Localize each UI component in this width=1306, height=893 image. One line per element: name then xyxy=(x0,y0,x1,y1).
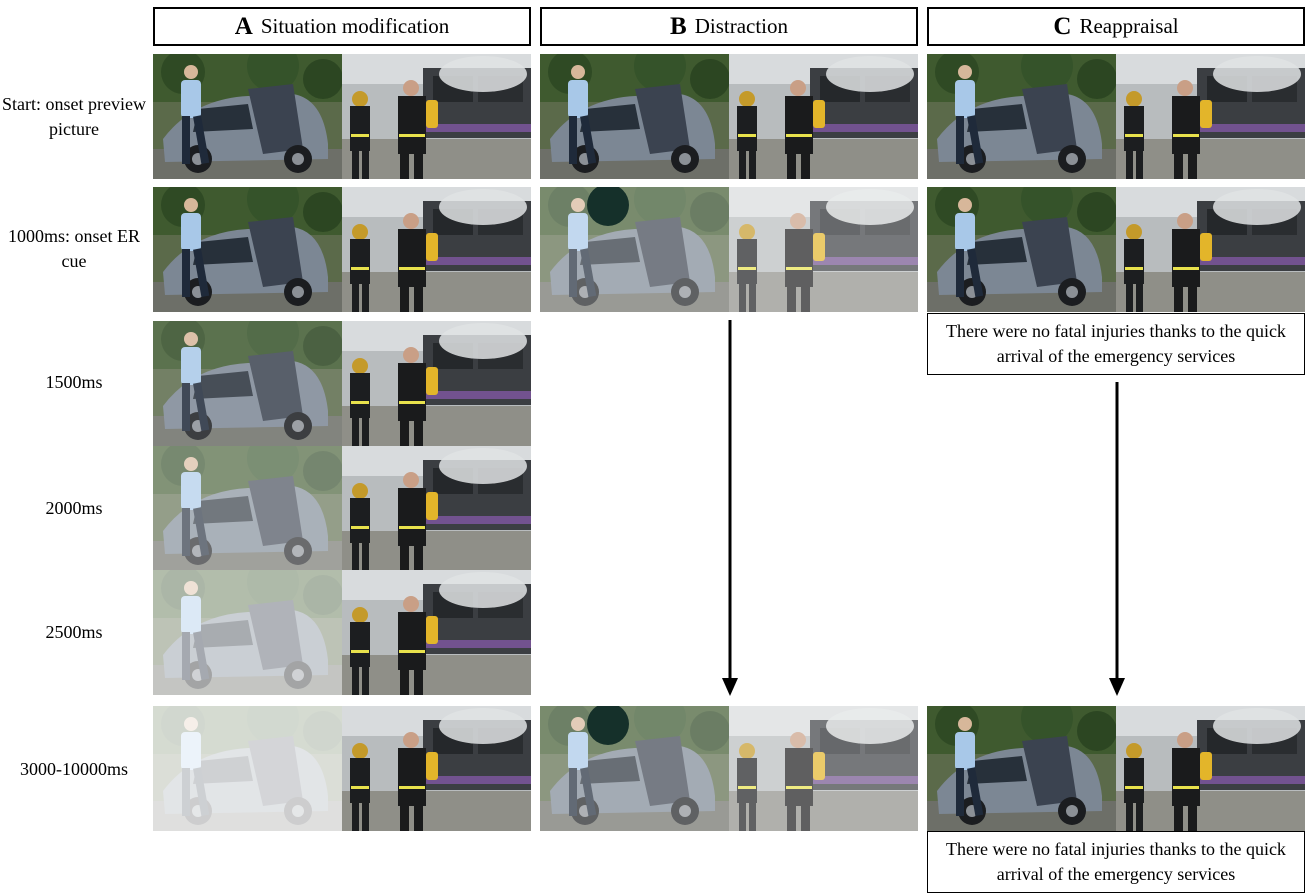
reappraisal-text-box: There were no fatal injuries thanks to t… xyxy=(927,831,1305,893)
distraction-cue-icon xyxy=(587,706,629,745)
stimulus-picture xyxy=(153,706,531,831)
stimulus-picture xyxy=(927,706,1305,831)
column-title: Situation modification xyxy=(260,14,450,38)
row-label-2500ms: 2500ms xyxy=(45,622,103,642)
column-letter: B xyxy=(670,12,687,40)
column-title: Reappraisal xyxy=(1079,14,1179,38)
stimulus-picture xyxy=(153,54,531,179)
column-letter: C xyxy=(1053,12,1072,40)
row-label-1500ms: 1500ms xyxy=(45,372,103,392)
stimulus-picture xyxy=(927,54,1305,179)
stimulus-a-1000ms xyxy=(153,187,531,312)
column-title: Distraction xyxy=(694,14,788,38)
stimulus-picture xyxy=(927,187,1305,312)
stimulus-picture xyxy=(153,321,531,446)
stimulus-b-1000ms xyxy=(540,187,918,312)
row-label-1000ms: 1000ms: onset ER cue xyxy=(7,226,140,271)
column-header-distraction: B Distraction xyxy=(540,7,918,46)
stimulus-c-1000ms xyxy=(927,187,1305,312)
reappraisal-text-box: There were no fatal injuries thanks to t… xyxy=(927,313,1305,375)
column-header-reappraisal: C Reappraisal xyxy=(927,7,1305,46)
stimulus-a-3000ms xyxy=(153,706,531,831)
row-label-3000-10000ms: 3000-10000ms xyxy=(20,759,128,779)
stimulus-picture xyxy=(153,187,531,312)
stimulus-picture xyxy=(153,446,531,571)
stimulus-c-start xyxy=(927,54,1305,179)
column-letter: A xyxy=(234,12,253,40)
distraction-cue-icon xyxy=(587,187,629,226)
row-label-2000ms: 2000ms xyxy=(45,498,103,518)
stimulus-c-3000ms xyxy=(927,706,1305,831)
stimulus-picture xyxy=(540,54,918,179)
stimulus-a-1500ms xyxy=(153,321,531,446)
timeline-arrow-b xyxy=(722,320,738,696)
timeline-arrow-c xyxy=(1109,382,1125,696)
stimulus-a-start xyxy=(153,54,531,179)
row-label-start: Start: onset preview picture xyxy=(2,94,146,139)
stimulus-b-start xyxy=(540,54,918,179)
stimulus-b-3000ms xyxy=(540,706,918,831)
stimulus-picture xyxy=(153,570,531,695)
stimulus-a-2000ms xyxy=(153,446,531,571)
stimulus-a-2500ms xyxy=(153,570,531,695)
column-header-situation-modification: A Situation modification xyxy=(153,7,531,46)
